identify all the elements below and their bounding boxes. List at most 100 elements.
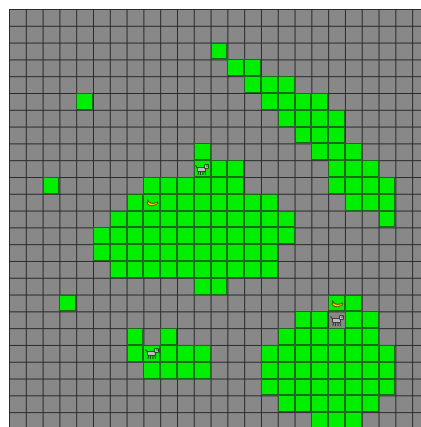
- grass-tile: [244, 211, 261, 228]
- grass-tile: [295, 93, 312, 110]
- grass-tile: [160, 261, 177, 278]
- grass-tile: [43, 177, 60, 194]
- grass-tile: [143, 261, 160, 278]
- grass-tile: [194, 278, 211, 295]
- grass-tile: [261, 93, 278, 110]
- banana-icon: [144, 194, 160, 210]
- grass-tile: [177, 261, 194, 278]
- grass-tile: [328, 345, 345, 362]
- grass-tile: [127, 345, 144, 362]
- grass-tile: [194, 143, 211, 160]
- grass-tile: [211, 227, 228, 244]
- grass-tile: [261, 362, 278, 379]
- grass-tile: [328, 412, 345, 427]
- grass-tile: [278, 93, 295, 110]
- grass-tile: [110, 211, 127, 228]
- grass-tile: [160, 211, 177, 228]
- grass-tile: [295, 110, 312, 127]
- grass-tile: [295, 379, 312, 396]
- grass-tile: [143, 362, 160, 379]
- grass-tile: [328, 379, 345, 396]
- grass-tile: [278, 110, 295, 127]
- grass-tile: [311, 328, 328, 345]
- grass-tile: [295, 395, 312, 412]
- grass-tile: [211, 194, 228, 211]
- grass-tile: [143, 244, 160, 261]
- grass-tile: [328, 160, 345, 177]
- grass-tile: [295, 311, 312, 328]
- grass-tile: [261, 76, 278, 93]
- grass-tile: [311, 110, 328, 127]
- grass-tile: [227, 160, 244, 177]
- grass-tile: [143, 227, 160, 244]
- grass-tile: [227, 194, 244, 211]
- grass-tile: [311, 93, 328, 110]
- grass-tile: [278, 76, 295, 93]
- grass-tile: [328, 362, 345, 379]
- grass-tile: [345, 379, 362, 396]
- grass-tile: [362, 328, 379, 345]
- grass-tile: [379, 177, 396, 194]
- grass-tile: [261, 379, 278, 396]
- grass-tile: [345, 311, 362, 328]
- grass-tile: [244, 194, 261, 211]
- grass-tile: [211, 43, 228, 60]
- grass-tile: [311, 345, 328, 362]
- grass-tile: [328, 110, 345, 127]
- grass-tile: [160, 362, 177, 379]
- grass-tile: [227, 261, 244, 278]
- grass-tile: [227, 227, 244, 244]
- grass-tile: [160, 177, 177, 194]
- grass-tile: [345, 345, 362, 362]
- grass-tile: [177, 227, 194, 244]
- grass-tile: [227, 244, 244, 261]
- grass-tile: [345, 160, 362, 177]
- grass-tile: [311, 127, 328, 144]
- grass-tile: [143, 211, 160, 228]
- grass-tile: [345, 395, 362, 412]
- grass-tile: [244, 244, 261, 261]
- grass-tile: [311, 362, 328, 379]
- grass-tile: [311, 412, 328, 427]
- dog-icon: [144, 345, 160, 361]
- grass-tile: [244, 59, 261, 76]
- grass-tile: [295, 362, 312, 379]
- grass-tile: [261, 227, 278, 244]
- grass-tile: [261, 244, 278, 261]
- grass-tile: [177, 362, 194, 379]
- grass-tile: [311, 395, 328, 412]
- grass-tile: [311, 143, 328, 160]
- grass-tile: [345, 194, 362, 211]
- grass-tile: [328, 328, 345, 345]
- game-board[interactable]: [9, 9, 421, 427]
- grass-tile: [379, 194, 396, 211]
- grass-tile: [211, 177, 228, 194]
- grass-tile: [194, 227, 211, 244]
- grass-tile: [160, 345, 177, 362]
- grass-tile: [227, 177, 244, 194]
- grass-tile: [227, 59, 244, 76]
- grass-tile: [278, 379, 295, 396]
- grass-tile: [345, 295, 362, 312]
- grass-tile: [362, 379, 379, 396]
- grass-tile: [261, 261, 278, 278]
- grass-tile: [345, 412, 362, 427]
- grass-tile: [362, 311, 379, 328]
- grass-tile: [362, 194, 379, 211]
- grass-tile: [194, 244, 211, 261]
- grass-tile: [362, 362, 379, 379]
- grass-tile: [93, 227, 110, 244]
- grass-tile: [110, 244, 127, 261]
- grass-tile: [244, 227, 261, 244]
- grass-tile: [328, 395, 345, 412]
- grass-tile: [244, 261, 261, 278]
- grass-tile: [127, 244, 144, 261]
- grass-tile: [160, 227, 177, 244]
- dog-icon: [194, 161, 210, 177]
- grass-tile: [177, 244, 194, 261]
- grass-tile: [328, 127, 345, 144]
- grass-tile: [278, 328, 295, 345]
- grass-tile: [278, 345, 295, 362]
- grass-tile: [362, 345, 379, 362]
- grass-tile: [295, 345, 312, 362]
